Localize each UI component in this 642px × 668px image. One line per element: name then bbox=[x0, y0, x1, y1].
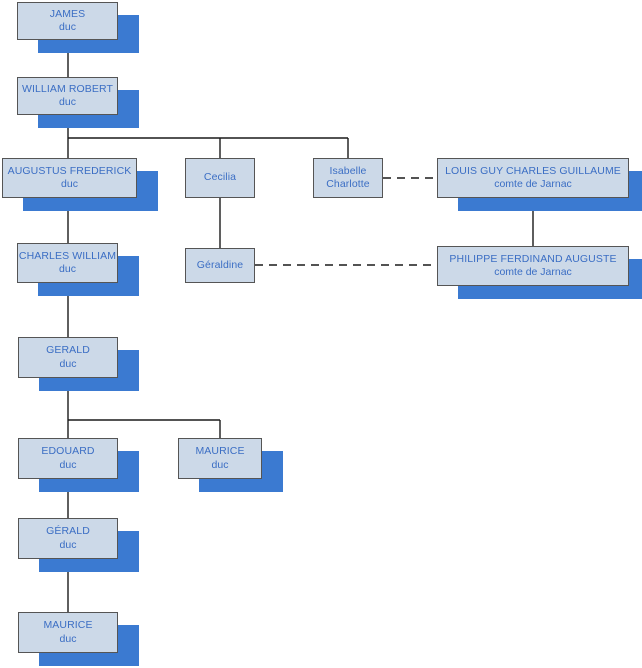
person-title: duc bbox=[59, 458, 77, 471]
person-title: duc bbox=[59, 357, 77, 370]
person-name: GÉRALD bbox=[46, 525, 90, 538]
person-node-cecilia[interactable]: Cecilia bbox=[185, 158, 255, 198]
person-title: comte de Jarnac bbox=[494, 178, 572, 190]
person-name: LOUIS GUY CHARLES GUILLAUME bbox=[445, 164, 621, 177]
person-name: JAMES bbox=[49, 7, 86, 20]
person-name: Isabelle Charlotte bbox=[326, 164, 370, 190]
person-name: AUGUSTUS FREDERICK bbox=[7, 164, 132, 177]
person-title: duc bbox=[59, 96, 76, 108]
person-name: MAURICE bbox=[195, 445, 245, 458]
person-node-isabelle[interactable]: Isabelle Charlotte bbox=[313, 158, 383, 198]
person-title: duc bbox=[61, 178, 78, 190]
person-title: duc bbox=[59, 632, 77, 645]
person-name: Cecilia bbox=[203, 171, 237, 184]
person-name: GERALD bbox=[46, 344, 90, 357]
person-name: EDOUARD bbox=[41, 445, 95, 458]
person-title: comte de Jarnac bbox=[494, 266, 572, 278]
person-name: CHARLES WILLIAM bbox=[18, 249, 117, 262]
person-title: duc bbox=[59, 21, 76, 33]
person-title: duc bbox=[59, 538, 77, 551]
person-name: Géraldine bbox=[196, 258, 244, 271]
person-name: MAURICE bbox=[43, 619, 93, 632]
person-node-geraldine[interactable]: Géraldine bbox=[185, 248, 255, 283]
person-title: duc bbox=[59, 263, 76, 275]
person-title: duc bbox=[211, 458, 229, 471]
person-name: WILLIAM ROBERT bbox=[21, 82, 114, 95]
person-name: PHILIPPE FERDINAND AUGUSTE bbox=[449, 252, 617, 265]
